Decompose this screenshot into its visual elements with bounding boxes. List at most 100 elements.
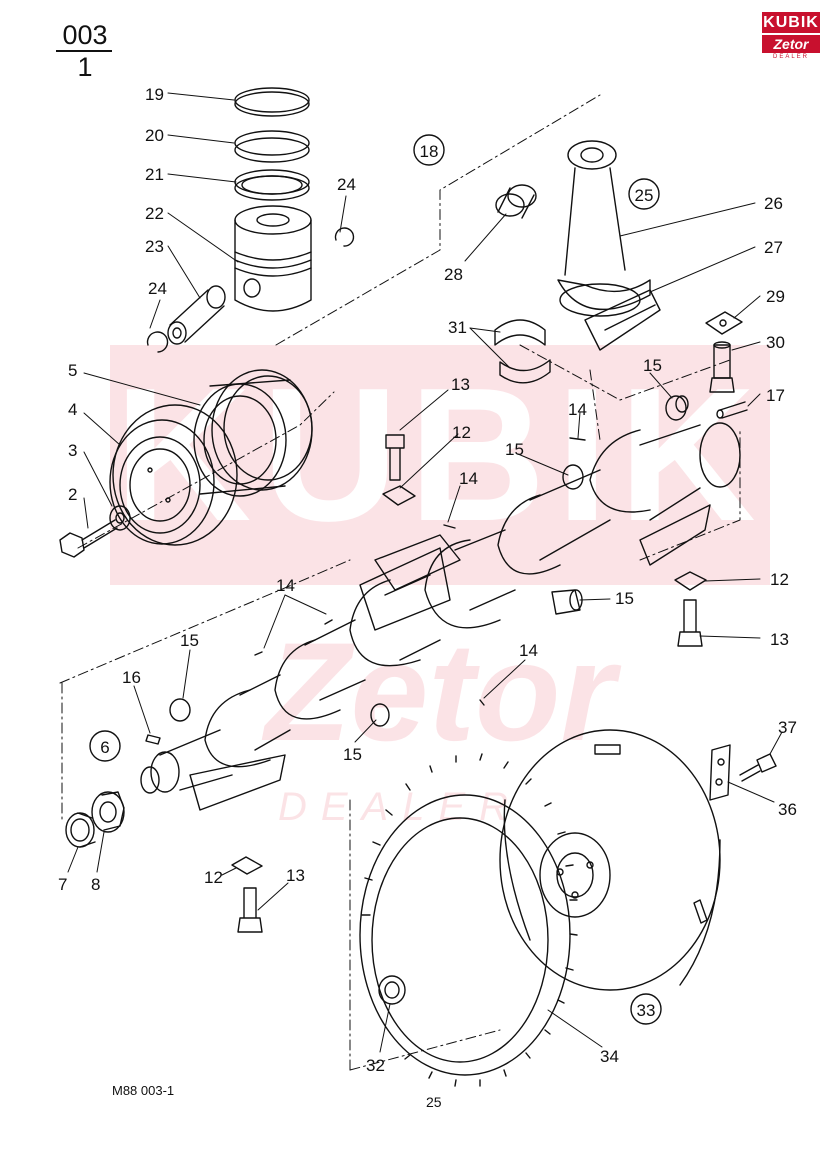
ring-gear bbox=[359, 753, 578, 1087]
lock-plate-upper bbox=[382, 485, 416, 506]
assembly-label-25: 25 bbox=[635, 186, 654, 205]
assembly-callout-18: 18 bbox=[413, 134, 445, 166]
callout-12-lower: 12 bbox=[204, 868, 223, 887]
pulley bbox=[193, 369, 313, 497]
piston-ring-top bbox=[234, 87, 310, 117]
callout-7: 7 bbox=[58, 875, 67, 894]
assembly-label-18: 18 bbox=[420, 142, 439, 161]
callout-14-left: 14 bbox=[276, 576, 295, 595]
callout-27: 27 bbox=[764, 238, 783, 257]
header-divider bbox=[56, 50, 112, 52]
callout-29: 29 bbox=[766, 287, 785, 306]
callout-19: 19 bbox=[145, 85, 164, 104]
assembly-label-33: 33 bbox=[637, 1001, 656, 1020]
lock-plate-lower bbox=[231, 856, 263, 875]
logo-brand: KUBIK bbox=[762, 12, 820, 33]
flywheel-bolt bbox=[739, 753, 777, 782]
callout-21: 21 bbox=[145, 165, 164, 184]
pilot-bearing bbox=[378, 975, 406, 1005]
callout-22: 22 bbox=[145, 204, 164, 223]
main-bolt-right bbox=[677, 599, 703, 647]
assembly-callout-33: 33 bbox=[630, 993, 662, 1025]
callout-14-lower: 14 bbox=[519, 641, 538, 660]
callout-13-right: 13 bbox=[770, 630, 789, 649]
callout-13-lower: 13 bbox=[286, 866, 305, 885]
woodruff-key bbox=[145, 734, 161, 745]
callout-labels: 19 20 21 22 23 24 24 5 4 3 2 28 31 26 27… bbox=[58, 85, 797, 1075]
watermark-brand: KUBIK bbox=[114, 349, 766, 561]
callout-15-lower: 15 bbox=[615, 589, 634, 608]
dealer-logo: KUBIK Zetor DEALER bbox=[762, 12, 820, 62]
callout-37: 37 bbox=[778, 718, 797, 737]
plug-middle bbox=[562, 464, 584, 490]
callout-15-middle: 15 bbox=[505, 440, 524, 459]
connecting-rod bbox=[557, 140, 651, 317]
washer bbox=[109, 505, 131, 531]
callout-15-front: 15 bbox=[180, 631, 199, 650]
piston bbox=[234, 205, 312, 312]
circlip-right bbox=[334, 227, 355, 247]
callout-26: 26 bbox=[764, 194, 783, 213]
bearing-shells bbox=[494, 319, 551, 384]
assembly-callout-25: 25 bbox=[628, 178, 660, 210]
callout-34: 34 bbox=[600, 1047, 619, 1066]
plug-lower bbox=[551, 589, 583, 615]
logo-sub: Zetor bbox=[762, 35, 820, 53]
flywheel-lock-plate bbox=[709, 744, 731, 801]
plug-upper bbox=[665, 395, 689, 421]
leader-lines bbox=[67, 92, 783, 1053]
assembly-label-6: 6 bbox=[100, 738, 109, 757]
sleeve bbox=[65, 812, 96, 848]
crankshaft-gear bbox=[91, 791, 125, 833]
piston-pin bbox=[167, 285, 226, 345]
callout-12-right: 12 bbox=[770, 570, 789, 589]
callout-14-middle: 14 bbox=[459, 469, 478, 488]
callout-12-upper: 12 bbox=[452, 423, 471, 442]
flywheel bbox=[499, 729, 721, 991]
callout-32: 32 bbox=[366, 1056, 385, 1075]
callout-15-bottom: 15 bbox=[343, 745, 362, 764]
callout-16: 16 bbox=[122, 668, 141, 687]
callout-13-upper: 13 bbox=[451, 375, 470, 394]
sheet-number: 1 bbox=[77, 52, 93, 82]
callout-36: 36 bbox=[778, 800, 797, 819]
rod-bolt bbox=[709, 341, 735, 393]
circlip-left bbox=[146, 331, 169, 353]
callout-2: 2 bbox=[68, 485, 77, 504]
callout-3: 3 bbox=[68, 441, 77, 460]
document-code: M88 003-1 bbox=[112, 1083, 175, 1098]
piston-ring-middle bbox=[234, 130, 310, 163]
lock-plate-right bbox=[674, 571, 707, 591]
callout-28: 28 bbox=[444, 265, 463, 284]
callout-24-right: 24 bbox=[337, 175, 356, 194]
rod-cap bbox=[584, 289, 661, 351]
crankshaft bbox=[140, 422, 741, 811]
dowel-pin bbox=[716, 401, 748, 419]
small-end-bush bbox=[495, 184, 537, 219]
callout-5: 5 bbox=[68, 361, 77, 380]
page-number: 25 bbox=[426, 1094, 442, 1110]
main-bolt-lower bbox=[237, 887, 263, 933]
callout-8: 8 bbox=[91, 875, 100, 894]
vibration-damper bbox=[109, 404, 238, 546]
watermark-tag: DEALER bbox=[278, 785, 522, 829]
group-number: 003 bbox=[62, 20, 108, 50]
callout-17: 17 bbox=[766, 386, 785, 405]
piston-ring-oil bbox=[234, 169, 310, 201]
pulley-bolt bbox=[59, 519, 118, 558]
callout-24-left: 24 bbox=[148, 279, 167, 298]
callout-23: 23 bbox=[145, 237, 164, 256]
main-bolt-upper bbox=[385, 434, 405, 481]
callout-4: 4 bbox=[68, 400, 77, 419]
assembly-callout-6: 6 bbox=[89, 730, 121, 762]
assembly-boundaries bbox=[59, 94, 741, 1071]
set-screws bbox=[254, 437, 586, 706]
callout-31: 31 bbox=[448, 318, 467, 337]
callout-20: 20 bbox=[145, 126, 164, 145]
plug-front bbox=[169, 698, 390, 727]
callout-14-upper: 14 bbox=[568, 400, 587, 419]
callout-15-upper: 15 bbox=[643, 356, 662, 375]
callout-30: 30 bbox=[766, 333, 785, 352]
